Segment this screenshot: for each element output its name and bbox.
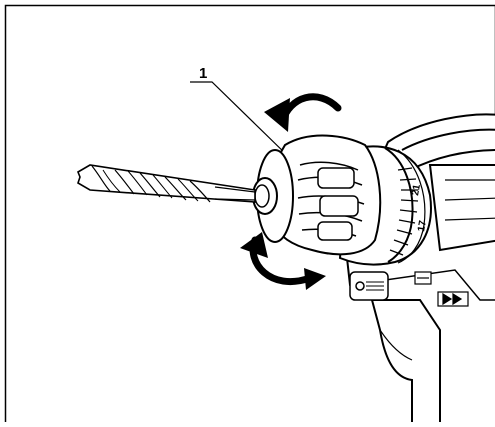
- drill-bit: [78, 165, 255, 202]
- rotation-arrowhead-bottom-end: [304, 268, 326, 290]
- forward-arrow-icon: [438, 292, 468, 306]
- chuck-nose: [253, 150, 293, 242]
- callout-number: 1: [199, 65, 207, 82]
- rotation-arrow-top: [282, 97, 338, 122]
- speed-switch: [350, 272, 388, 300]
- rotation-arrowhead-top: [264, 98, 290, 132]
- drill-bit-icon: [415, 272, 431, 284]
